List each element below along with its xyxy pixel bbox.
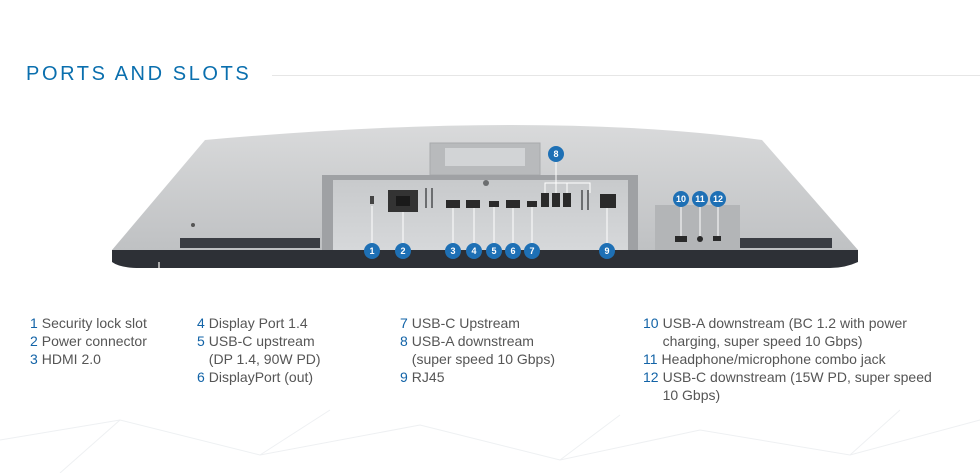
svg-text:11: 11 (695, 194, 705, 204)
port-row (446, 193, 616, 208)
callout-11: 11 (692, 191, 708, 207)
callout-10: 10 (673, 191, 689, 207)
title-divider (272, 75, 980, 76)
svg-text:6: 6 (510, 246, 515, 256)
legend-item: 11 Headphone/microphone combo jack (643, 351, 886, 367)
svg-text:3: 3 (450, 246, 455, 256)
side-port-module (655, 205, 740, 250)
section-title: PORTS AND SLOTS (26, 63, 252, 85)
callout-2: 2 (395, 243, 411, 259)
security-lock-slot (370, 196, 374, 204)
monitor-bezel (112, 250, 858, 268)
monitor-underside-illustration: 1 2 3 4 5 6 7 8 9 10 11 12 (112, 125, 858, 268)
svg-text:7: 7 (529, 246, 534, 256)
svg-text:2: 2 (400, 246, 405, 256)
svg-text:1: 1 (369, 246, 374, 256)
svg-text:5: 5 (491, 246, 496, 256)
background-network-pattern (0, 409, 980, 473)
svg-text:4: 4 (471, 246, 476, 256)
callout-7: 7 (524, 243, 540, 259)
callout-6: 6 (505, 243, 521, 259)
svg-text:10: 10 (676, 194, 686, 204)
callout-4: 4 (466, 243, 482, 259)
svg-text:9: 9 (604, 246, 609, 256)
callout-8: 8 (548, 146, 564, 162)
vent-left (180, 238, 320, 248)
callout-9: 9 (599, 243, 615, 259)
callout-3: 3 (445, 243, 461, 259)
svg-text:8: 8 (553, 149, 558, 159)
callout-1: 1 (364, 243, 380, 259)
callout-12: 12 (710, 191, 726, 207)
callout-5: 5 (486, 243, 502, 259)
vent-right (722, 238, 832, 248)
svg-text:12: 12 (713, 194, 723, 204)
